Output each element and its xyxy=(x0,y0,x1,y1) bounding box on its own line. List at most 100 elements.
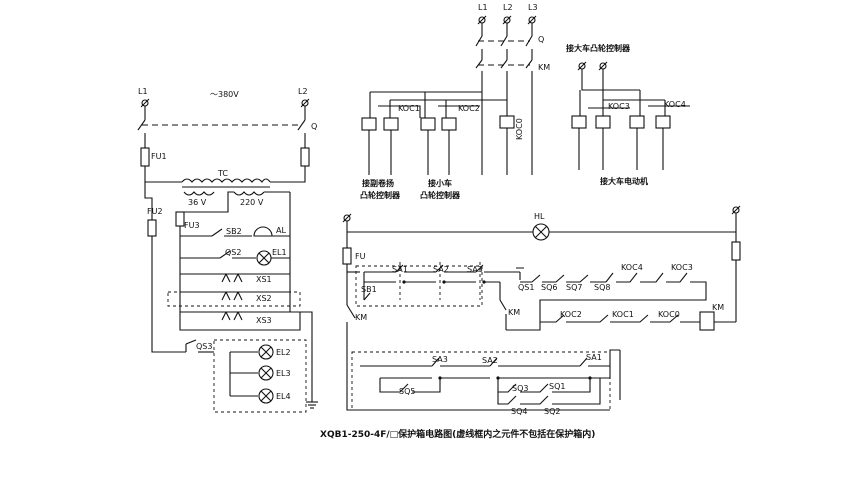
fuse-fu1 xyxy=(140,147,150,167)
koc2-contact-a xyxy=(420,117,436,131)
lamp-el3-icon xyxy=(258,365,274,381)
label-sq6: SQ6 xyxy=(541,283,557,292)
label-xs2: XS2 xyxy=(256,294,272,303)
label-top-q: Q xyxy=(538,35,544,44)
label-koc2: KOC2 xyxy=(458,104,480,113)
terminal-l1 xyxy=(140,98,150,108)
label-sa2: SA2 xyxy=(433,265,449,274)
label-tc: TC xyxy=(217,169,228,178)
terminal-bridge-b xyxy=(598,61,608,71)
label-sb1: SB1 xyxy=(361,285,377,294)
transformer-tc xyxy=(181,178,271,196)
label-sa1: SA1 xyxy=(392,265,408,274)
label-sq5: SQ5 xyxy=(399,387,415,396)
terminal-control-right xyxy=(731,205,741,215)
label-36v: 36 V xyxy=(188,198,207,207)
label-koc3: KOC3 xyxy=(608,102,630,111)
label-xs3: XS3 xyxy=(256,316,272,325)
label-trolley-line1: 接小车 xyxy=(428,178,452,188)
label-sq2: SQ2 xyxy=(544,407,560,416)
label-sq4: SQ4 xyxy=(511,407,527,416)
fuse-fu-control xyxy=(342,247,352,265)
control-circuit: HL FU SB1 SA1 SA2 SA3 QS1 SQ6 SQ7 SQ8 xyxy=(342,205,741,416)
label-xs1: XS1 xyxy=(256,275,272,284)
koc0-contact xyxy=(499,115,515,129)
terminal-top-l2 xyxy=(502,15,512,25)
koc2-contact-b xyxy=(441,117,457,131)
label-trolley-line2: 凸轮控制器 xyxy=(420,190,461,200)
label-koc4: KOC4 xyxy=(664,100,686,109)
label-top-l2: L2 xyxy=(503,3,513,12)
top-circuit: L1 L2 L3 Q KM KOC1 KOC2 KOC0 接副卷扬 凸轮控制器 … xyxy=(360,3,690,200)
lamp-el2-icon xyxy=(258,344,274,360)
label-sq1: SQ1 xyxy=(549,382,565,391)
label-km-mid: KM xyxy=(508,308,520,317)
diagram-caption: XQB1-250-4F/□保护箱电路图(虚线框内之元件不包括在保护箱内) xyxy=(320,428,595,440)
label-l2: L2 xyxy=(298,87,308,96)
label-koc4-ctrl: KOC4 xyxy=(621,263,643,272)
label-koc0: KOC0 xyxy=(515,118,524,140)
label-fu2: FU2 xyxy=(147,207,163,216)
label-el3: EL3 xyxy=(276,369,291,378)
label-bridge-motor: 接大车电动机 xyxy=(600,176,648,186)
label-fu-control: FU xyxy=(355,252,366,261)
koc4-contact-a xyxy=(629,115,645,129)
label-koc0-ctrl: KOC0 xyxy=(658,310,680,319)
terminal-control-left xyxy=(342,213,352,223)
label-koc2-ctrl: KOC2 xyxy=(560,310,582,319)
label-koc1: KOC1 xyxy=(398,104,420,113)
label-al: AL xyxy=(276,226,286,235)
label-fu3: FU3 xyxy=(184,221,200,230)
label-top-km: KM xyxy=(538,63,550,72)
label-220v: 220 V xyxy=(240,198,264,207)
lamp-el1-icon xyxy=(256,250,272,266)
lamps-dashed-box xyxy=(213,339,307,413)
terminal-bridge-a xyxy=(577,61,587,71)
label-qs2: QS2 xyxy=(225,248,241,257)
label-el1: EL1 xyxy=(272,248,287,257)
label-koc3-ctrl: KOC3 xyxy=(671,263,693,272)
koc1-contact-b xyxy=(383,117,399,131)
label-sa1-bottom: SA1 xyxy=(586,353,602,362)
label-sq7: SQ7 xyxy=(566,283,582,292)
label-top-l1: L1 xyxy=(478,3,488,12)
left-circuit: L1 L2 ～380V Q FU1 TC 36 V 220 V xyxy=(137,87,318,413)
fuse-fu3 xyxy=(175,211,185,227)
label-el4: EL4 xyxy=(276,392,291,401)
ground-icon xyxy=(306,401,318,409)
label-sa3-bottom: SA3 xyxy=(432,355,448,364)
koc3-contact-b xyxy=(595,115,611,129)
label-hoist-line2: 凸轮控制器 xyxy=(360,190,401,200)
label-fu1: FU1 xyxy=(151,152,167,161)
label-l1: L1 xyxy=(138,87,148,96)
label-sq8: SQ8 xyxy=(594,283,610,292)
limit-switch-dashed-box xyxy=(351,351,611,411)
fuse-right-control xyxy=(731,241,741,261)
label-sa3: SA3 xyxy=(467,265,483,274)
koc1-contact-a xyxy=(361,117,377,131)
fuse-fu2 xyxy=(147,219,157,237)
koc3-contact-a xyxy=(571,115,587,129)
alarm-bell-icon xyxy=(253,226,273,237)
koc4-contact-b xyxy=(655,115,671,129)
fuse-fu1-right xyxy=(300,147,310,167)
label-qs1: QS1 xyxy=(518,283,534,292)
label-el2: EL2 xyxy=(276,348,291,357)
label-koc1-ctrl: KOC1 xyxy=(612,310,634,319)
label-km-left: KM xyxy=(355,313,367,322)
indicator-lamp-hl-icon xyxy=(532,223,550,241)
label-sa2-bottom: SA2 xyxy=(482,356,498,365)
label-qs3: QS3 xyxy=(196,342,212,351)
lamp-el4-icon xyxy=(258,388,274,404)
label-sq3: SQ3 xyxy=(512,384,528,393)
label-hl: HL xyxy=(534,212,545,221)
label-q: Q xyxy=(311,122,317,131)
label-km-coil: KM xyxy=(712,303,724,312)
switches-dashed-box xyxy=(355,265,483,307)
km-coil-icon xyxy=(699,311,715,331)
label-bridge-controller: 接大车凸轮控制器 xyxy=(566,43,631,53)
label-hoist-line1: 接副卷扬 xyxy=(362,178,394,188)
label-top-l3: L3 xyxy=(528,3,538,12)
label-sb2: SB2 xyxy=(226,227,242,236)
